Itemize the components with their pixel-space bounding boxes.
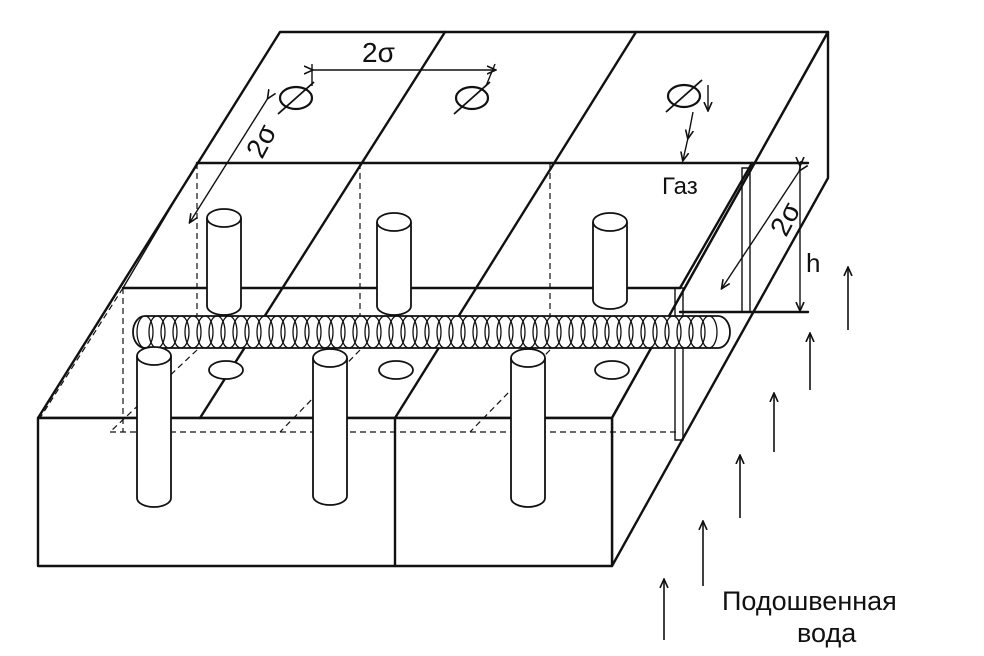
horizontal-well-coil-ring <box>544 315 562 349</box>
horizontal-well-coil-ring <box>244 315 262 349</box>
wellhead-3 <box>665 79 703 113</box>
horizontal-well-coil-ring <box>184 315 202 349</box>
well-upper-bottom-2 <box>378 360 414 380</box>
horizontal-well-coil-ring <box>400 315 418 349</box>
bottom-water-arrows <box>664 268 848 640</box>
label-bottom-water-1: Подошвенная <box>722 586 897 616</box>
horizontal-well-coil-ring <box>628 315 646 349</box>
horizontal-well-coil-ring <box>196 315 214 349</box>
horizontal-well-coil-ring <box>352 315 370 349</box>
vertical-well-upper-1 <box>206 208 242 316</box>
horizontal-well-coil-ring <box>640 315 658 349</box>
horizontal-well-coil-ring <box>424 315 442 349</box>
horizontal-well-coil-ring <box>520 315 538 349</box>
horizontal-well-coil-ring <box>664 315 682 349</box>
horizontal-well-coil-ring <box>208 315 226 349</box>
horizontal-well-coil-ring <box>460 315 478 349</box>
horizontal-well-coil-ring <box>556 315 574 349</box>
vertical-well-upper-3 <box>592 212 628 310</box>
vertical-well-upper-2 <box>376 212 412 316</box>
vertical-wells-lower <box>136 346 546 508</box>
section-divider-2 <box>393 30 638 420</box>
gas-plane-left-edge <box>122 162 198 289</box>
vertical-wells-upper <box>206 208 630 380</box>
horizontal-well-coil-ring <box>364 315 382 349</box>
horizontal-well-coil-ring <box>412 315 430 349</box>
well-upper-bottom-3 <box>594 360 630 380</box>
horizontal-well-coil-ring <box>580 315 598 349</box>
horizontal-well-coil-ring <box>568 315 586 349</box>
horizontal-well-coil-ring <box>388 315 406 349</box>
horizontal-well-coil-ring <box>436 315 454 349</box>
dimension-depth-2sigma <box>190 98 268 222</box>
horizontal-well-coil-ring <box>328 315 346 349</box>
horizontal-well-coil-ring <box>316 315 334 349</box>
wellhead-2 <box>453 81 491 115</box>
wellheads-top <box>277 79 703 115</box>
horizontal-well-coil-ring <box>616 315 634 349</box>
gas-flow-arrows <box>683 85 708 160</box>
label-bottom-water-2: вода <box>797 618 857 648</box>
horizontal-well-coil-ring <box>496 315 514 349</box>
horizontal-well-coil-ring <box>448 315 466 349</box>
vertical-well-lower-1 <box>136 346 172 508</box>
dimension-right-2sigma <box>722 170 800 288</box>
horizontal-well-coil-ring <box>472 315 490 349</box>
horizontal-well-coil-ring <box>592 315 610 349</box>
horizontal-well-coil-ring <box>160 315 178 349</box>
horizontal-well-coil-ring <box>220 315 238 349</box>
wellhead-1 <box>277 81 315 115</box>
horizontal-well <box>132 315 731 349</box>
well-upper-bottom-1 <box>208 360 244 380</box>
label-h: h <box>806 248 820 278</box>
horizontal-well-coil-ring <box>700 315 718 349</box>
horizontal-well-coil-ring <box>508 315 526 349</box>
horizontal-well-coil-ring <box>340 315 358 349</box>
horizontal-well-coil-ring <box>268 315 286 349</box>
horizontal-well-coil-ring <box>172 315 190 349</box>
horizontal-well-coil-ring <box>304 315 322 349</box>
horizontal-well-coil-ring <box>652 315 670 349</box>
horizontal-well-coil-ring <box>676 315 694 349</box>
horizontal-well-coil-ring <box>292 315 310 349</box>
horizontal-well-coil-ring <box>484 315 502 349</box>
horizontal-well-coil-ring <box>376 315 394 349</box>
dimension-horizontal-2sigma <box>312 63 495 87</box>
horizontal-well-coil-ring <box>532 315 550 349</box>
horizontal-well-coil-ring <box>604 315 622 349</box>
horizontal-well-coil-ring <box>256 315 274 349</box>
section-divider-1 <box>198 30 447 420</box>
vertical-well-lower-2 <box>312 348 348 506</box>
horizontal-well-coil-ring <box>232 315 250 349</box>
horizontal-well-coil-ring <box>688 315 706 349</box>
vertical-well-lower-3 <box>510 348 546 508</box>
horizontal-well-coil-ring <box>280 315 298 349</box>
label-2sigma-horizontal: 2σ <box>362 37 395 68</box>
label-gas: Газ <box>662 173 698 200</box>
